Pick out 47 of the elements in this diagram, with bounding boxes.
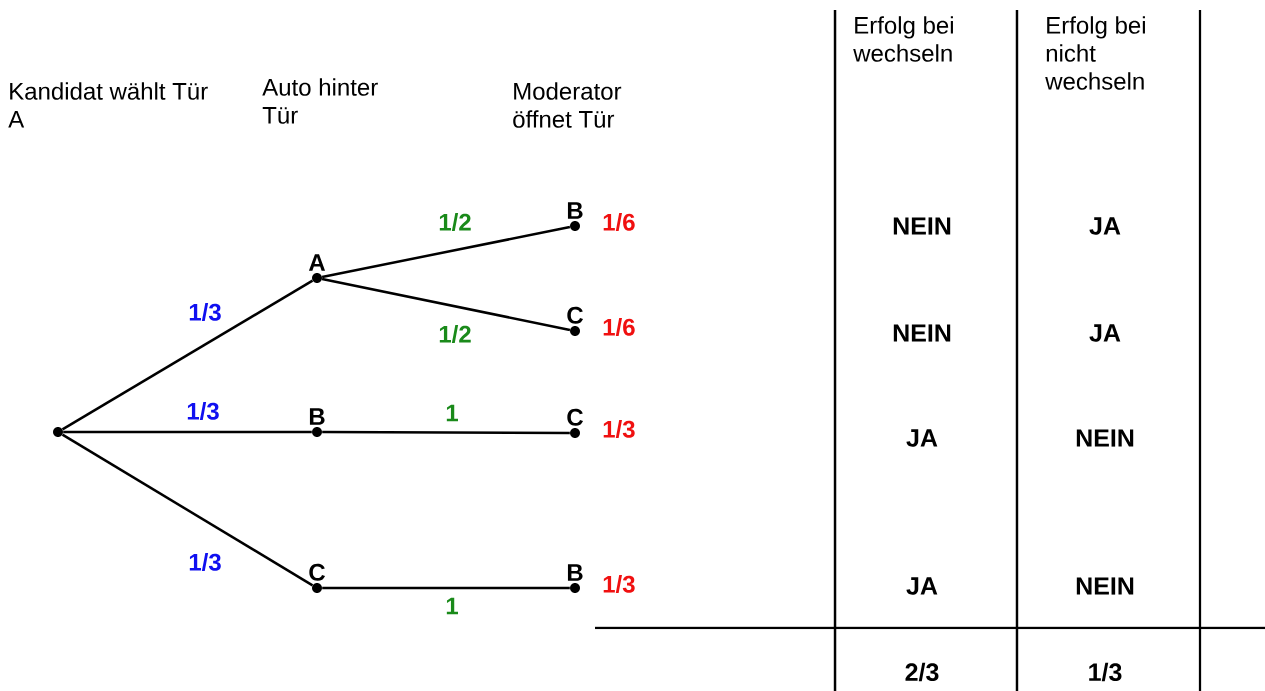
table-entry: 2/3	[905, 662, 939, 682]
branch-line	[63, 430, 312, 434]
branch-line	[321, 277, 571, 332]
table-entry: JA	[906, 429, 938, 447]
tree-node: C	[567, 306, 583, 336]
edge-label: 1/3	[189, 553, 221, 571]
table-entry: JA	[1089, 324, 1121, 342]
column-header: Kandidat wählt Tür A	[8, 82, 208, 128]
node-label: B	[309, 408, 325, 425]
branch-line	[61, 433, 314, 587]
table-entry: JA	[1089, 217, 1121, 235]
probability-label: 1/6	[603, 213, 635, 231]
probability-label: 1/3	[603, 420, 635, 438]
column-header: Auto hinter Tür	[262, 78, 378, 124]
tree-node: C	[309, 563, 325, 593]
tree-node: B	[567, 202, 583, 231]
edge-label: 1/2	[439, 325, 471, 343]
branch-line	[322, 430, 570, 435]
edge-label: 1/3	[189, 303, 221, 321]
table-entry: NEIN	[1076, 577, 1134, 595]
column-header: Moderator öffnet Tür	[513, 82, 622, 128]
tree-node: C	[567, 408, 583, 438]
branch-line	[61, 279, 314, 431]
column-header: Erfolg bei wechseln	[853, 16, 953, 62]
probability-label: 1/3	[603, 575, 635, 593]
table-entry: NEIN	[893, 217, 951, 235]
node-label: B	[567, 564, 583, 581]
branch-line	[322, 586, 570, 590]
edge-label: 1/2	[439, 213, 471, 231]
branch-line	[321, 225, 571, 279]
column-header: Erfolg bei nicht wechseln	[1045, 16, 1145, 90]
edge-label: 1/3	[187, 402, 219, 420]
node-label: C	[567, 306, 584, 324]
edge-label: 1	[446, 597, 458, 615]
table-entry: NEIN	[1076, 429, 1134, 447]
tree-node: B	[567, 564, 583, 593]
tree-node: A	[308, 254, 326, 283]
node-label: C	[309, 563, 326, 581]
tree-node: B	[309, 408, 325, 437]
table-entry: NEIN	[893, 324, 951, 342]
edge-label: 1	[446, 404, 458, 422]
probability-label: 1/6	[603, 318, 635, 336]
table-entry: JA	[906, 577, 938, 595]
node-label: A	[308, 254, 326, 271]
table-entry: 1/3	[1089, 662, 1122, 682]
node-label: B	[567, 202, 583, 219]
node-label: C	[567, 408, 584, 426]
